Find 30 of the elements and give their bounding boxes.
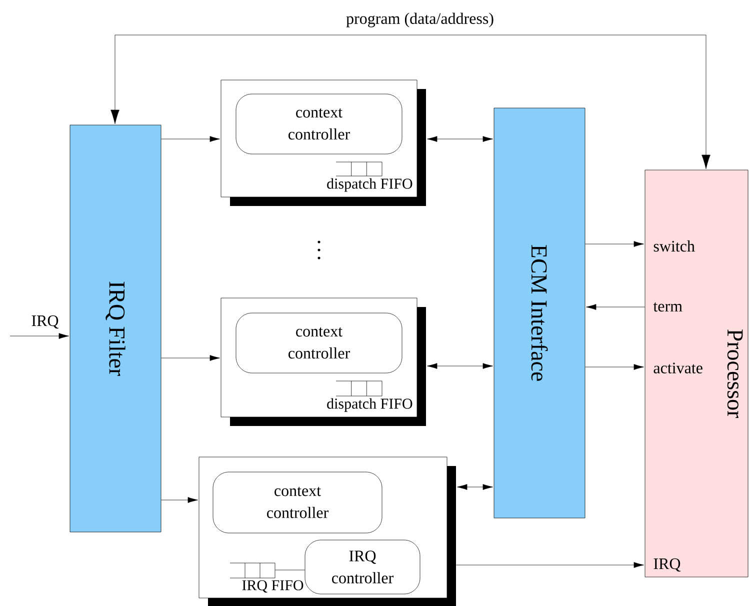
controller-box: IRQ controller bbox=[304, 540, 420, 594]
fifo-drawing bbox=[336, 162, 382, 176]
fifo-drawing bbox=[336, 380, 382, 396]
port-label: switch bbox=[654, 240, 695, 252]
arrow bbox=[586, 304, 645, 310]
arrow bbox=[456, 562, 644, 568]
port-label: IRQ bbox=[654, 558, 680, 572]
arrow bbox=[585, 241, 644, 247]
arrow bbox=[427, 136, 493, 142]
arrow bbox=[110, 34, 710, 169]
arrow bbox=[161, 497, 198, 503]
arrow bbox=[427, 363, 493, 369]
arrow bbox=[10, 333, 69, 339]
controller-box: context controller bbox=[236, 94, 402, 154]
edge-label: IRQ bbox=[30, 314, 60, 330]
port-label: term bbox=[653, 302, 682, 312]
port-label: activate bbox=[654, 362, 702, 374]
fifo-label: IRQ FIFO bbox=[242, 580, 304, 593]
fifo-label: dispatch FIFO bbox=[327, 178, 412, 192]
fifo-drawing bbox=[230, 562, 276, 578]
arrow bbox=[161, 355, 220, 361]
controller-box: context controller bbox=[236, 312, 402, 374]
block-box: ECM Interface bbox=[494, 108, 586, 518]
edge-label: program (data/address) bbox=[345, 12, 495, 28]
fifo-label: dispatch FIFO bbox=[327, 398, 412, 412]
block-box: IRQ Filter bbox=[70, 124, 162, 532]
controller-box: context controller bbox=[212, 472, 382, 534]
arrow bbox=[457, 484, 493, 490]
arrow bbox=[585, 364, 644, 370]
arrow bbox=[161, 136, 220, 142]
